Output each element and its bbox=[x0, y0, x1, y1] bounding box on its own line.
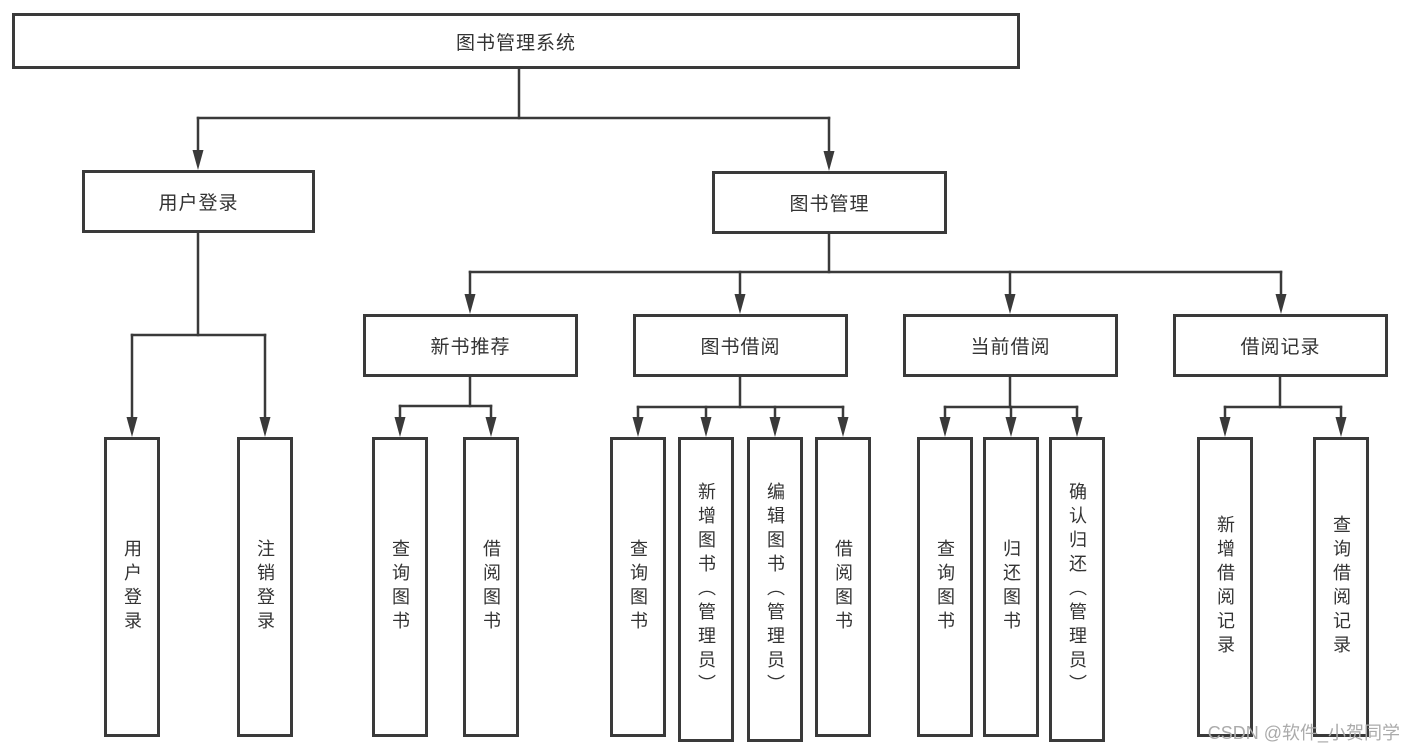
node-label: 查询借阅记录 bbox=[1331, 515, 1351, 659]
node-book-management: 图书管理 bbox=[712, 171, 947, 234]
node-query-borrowing-record: 查询借阅记录 bbox=[1313, 437, 1369, 737]
node-new-book-recommendation: 新书推荐 bbox=[363, 314, 578, 377]
node-library-management-system: 图书管理系统 bbox=[12, 13, 1020, 69]
node-label: 查询图书 bbox=[390, 539, 410, 635]
node-recommend-borrow-books: 借阅图书 bbox=[463, 437, 519, 737]
node-recommend-query-books: 查询图书 bbox=[372, 437, 428, 737]
node-label: 新增借阅记录 bbox=[1215, 515, 1235, 659]
node-edit-books-admin: 编辑图书（管理员） bbox=[747, 437, 803, 742]
node-label: 查询图书 bbox=[935, 539, 955, 635]
node-label: 编辑图书（管理员） bbox=[765, 481, 785, 698]
node-return-books: 归还图书 bbox=[983, 437, 1039, 737]
node-label: 确认归还（管理员） bbox=[1067, 481, 1087, 698]
node-user-login: 用户登录 bbox=[104, 437, 160, 737]
node-label: 用户登录 bbox=[122, 539, 142, 635]
node-borrowing-records: 借阅记录 bbox=[1173, 314, 1388, 377]
node-label: 注销登录 bbox=[255, 539, 275, 635]
node-confirm-return-admin: 确认归还（管理员） bbox=[1049, 437, 1105, 742]
node-user-login-branch: 用户登录 bbox=[82, 170, 315, 233]
node-borrowing-query-books: 查询图书 bbox=[610, 437, 666, 737]
node-label: 借阅图书 bbox=[833, 539, 853, 635]
node-label: 归还图书 bbox=[1001, 539, 1021, 635]
node-borrowing-borrow-books: 借阅图书 bbox=[815, 437, 871, 737]
node-current-query-books: 查询图书 bbox=[917, 437, 973, 737]
node-book-borrowing: 图书借阅 bbox=[633, 314, 848, 377]
node-current-borrowing: 当前借阅 bbox=[903, 314, 1118, 377]
node-label: 新增图书（管理员） bbox=[696, 481, 716, 698]
node-label: 借阅图书 bbox=[481, 539, 501, 635]
node-add-books-admin: 新增图书（管理员） bbox=[678, 437, 734, 742]
node-label: 查询图书 bbox=[628, 539, 648, 635]
node-logout: 注销登录 bbox=[237, 437, 293, 737]
csdn-watermark: CSDN @软件_小贺同学 bbox=[1207, 723, 1400, 743]
node-add-borrowing-record: 新增借阅记录 bbox=[1197, 437, 1253, 737]
